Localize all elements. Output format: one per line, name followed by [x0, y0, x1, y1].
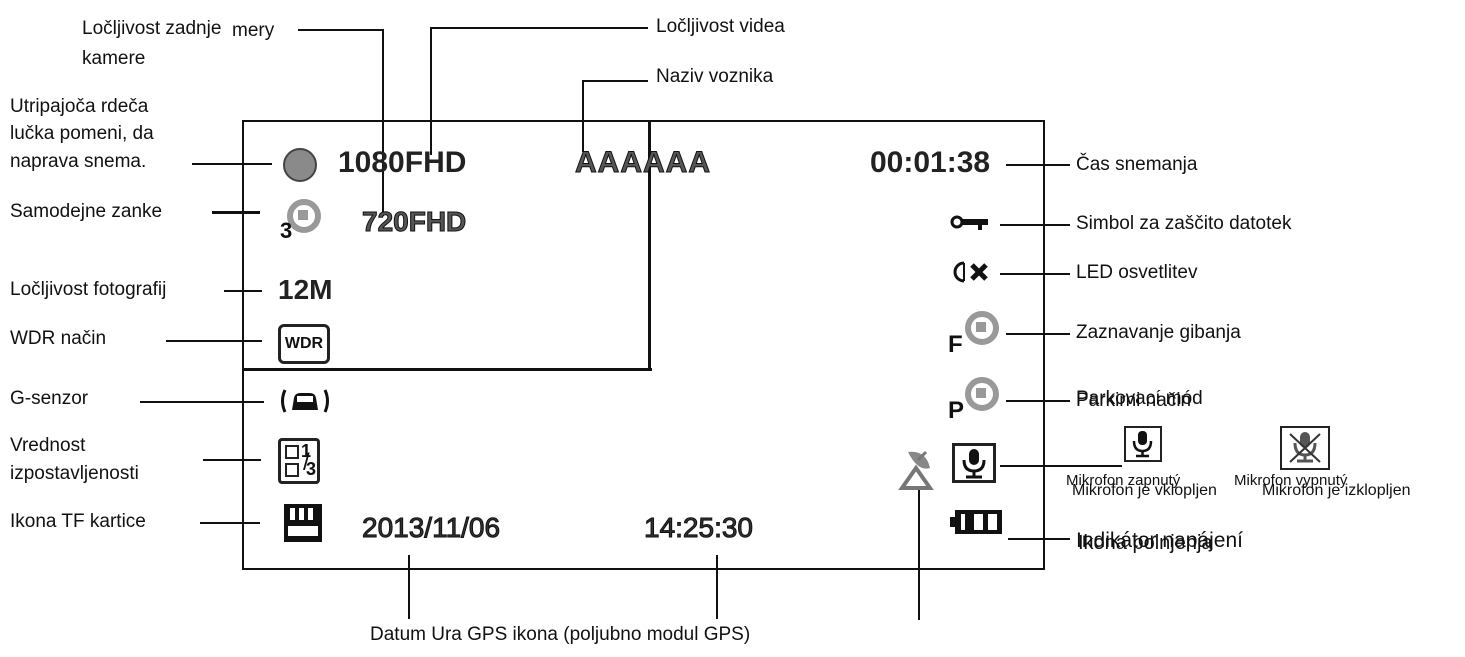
label-rear-cam-line2: kamere	[82, 48, 146, 69]
label-bottom: Datum Ura GPS ikona (poljubno modul GPS)	[370, 624, 751, 645]
label-loop: Samodejne zanke	[10, 201, 163, 222]
leader-wdr	[166, 340, 262, 342]
motion-letter: F	[948, 331, 963, 358]
label-exposure-line2: izpostavljenosti	[10, 463, 139, 484]
parking-icon	[965, 377, 999, 411]
exposure-icon: 1 / 3	[278, 438, 320, 484]
label-photo-res: Ločljivost fotografij	[10, 279, 167, 300]
leader-driver	[582, 80, 648, 82]
sd-card-icon	[284, 504, 322, 542]
leader-rear-cam	[298, 29, 384, 31]
leader-date	[408, 555, 410, 619]
label-tf-card: Ikona TF kartice	[10, 511, 146, 532]
label-file-protect: Simbol za zaščito datotek	[1076, 213, 1292, 234]
leader-motion	[1006, 333, 1070, 335]
parking-letter: P	[948, 397, 965, 424]
label-rec-line1: Utripajoča rdeča	[10, 96, 149, 117]
leader-video-res	[430, 27, 648, 29]
leader-video-res-down	[430, 27, 432, 155]
leader-tf-card	[200, 522, 260, 524]
label-wdr: WDR način	[10, 328, 107, 349]
wdr-icon: WDR	[278, 324, 330, 364]
driver-name-value: AAAAAA	[575, 146, 711, 180]
label-mic-on-b: Mikrofon je vklopljen	[1072, 482, 1217, 499]
exposure-numerator: 1	[301, 441, 312, 461]
label-driver-name: Naziv voznika	[656, 66, 774, 87]
record-time: 00:01:38	[870, 146, 991, 179]
leader-led	[1000, 273, 1070, 275]
dashcam-screen-frame	[242, 120, 1045, 570]
leader-file-protect	[1000, 224, 1070, 226]
rear-resolution: 720FHD	[361, 206, 467, 238]
wdr-icon-text: WDR	[284, 335, 324, 352]
loop-count: 3	[280, 218, 293, 243]
label-rec-line2: lučka pomeni, da	[10, 123, 154, 144]
leader-rec	[192, 163, 272, 165]
leader-driver-down	[582, 80, 584, 152]
label-parking-a: Parkovací mód	[1076, 388, 1203, 409]
leader-gsensor	[140, 401, 264, 403]
gps-icon	[898, 450, 934, 490]
label-power-b: Ikona polnjenja	[1078, 532, 1213, 554]
label-rear-cam-line1: Ločljivost zadnje	[82, 18, 222, 39]
mic-on-icon	[952, 443, 996, 483]
car-gsensor-icon	[281, 389, 329, 413]
label-rec-line3: naprava snema.	[10, 151, 147, 172]
leader-mic	[1000, 465, 1122, 467]
led-off-icon	[953, 261, 988, 283]
label-motion: Zaznavanje gibanja	[1076, 322, 1241, 343]
label-mic-off-a: Mikrofon vypnutý	[1234, 472, 1348, 489]
leader-clock	[716, 555, 718, 619]
label-led: LED osvetlitev	[1076, 262, 1198, 283]
photo-resolution: 12M	[278, 274, 333, 305]
mic-on-icon-legend	[1124, 426, 1162, 462]
label-rec-time: Čas snemanja	[1076, 154, 1198, 175]
label-rear-cam-overlap: mery	[232, 20, 275, 41]
motion-icon	[965, 311, 999, 345]
label-gsensor: G-senzor	[10, 388, 89, 409]
date-value: 2013/11/06	[361, 512, 501, 544]
exposure-denominator: 3	[306, 459, 317, 479]
leader-exposure	[203, 459, 261, 461]
label-mic-on-a: Mikrofon zapnutý	[1066, 472, 1181, 489]
leader-power	[1008, 538, 1070, 540]
record-dot-icon	[283, 148, 317, 182]
label-power-a: Indikátor napájení	[1076, 529, 1243, 552]
screen-divider-vertical	[648, 120, 651, 370]
label-parking-b: Parkirni način	[1076, 390, 1192, 411]
leader-photo-res	[224, 290, 262, 292]
leader-gps	[918, 490, 920, 620]
label-mic-off-b: Mikrofon je izklopljen	[1262, 482, 1411, 499]
loop-icon	[287, 199, 321, 233]
leader-rec-time	[1006, 164, 1070, 166]
label-video-res: Ločljivost videa	[656, 16, 785, 37]
mic-off-icon-legend	[1280, 426, 1330, 470]
screen-divider-horizontal	[242, 368, 652, 371]
leader-parking	[1006, 400, 1070, 402]
key-icon	[950, 215, 988, 230]
leader-rear-cam-down	[382, 29, 384, 216]
battery-icon	[950, 510, 1002, 534]
clock-value: 14:25:30	[644, 512, 754, 544]
label-exposure-line1: Vrednost	[10, 435, 86, 456]
video-resolution: 1080FHD	[338, 146, 467, 179]
exposure-slash: /	[303, 449, 310, 476]
leader-loop	[212, 211, 260, 214]
